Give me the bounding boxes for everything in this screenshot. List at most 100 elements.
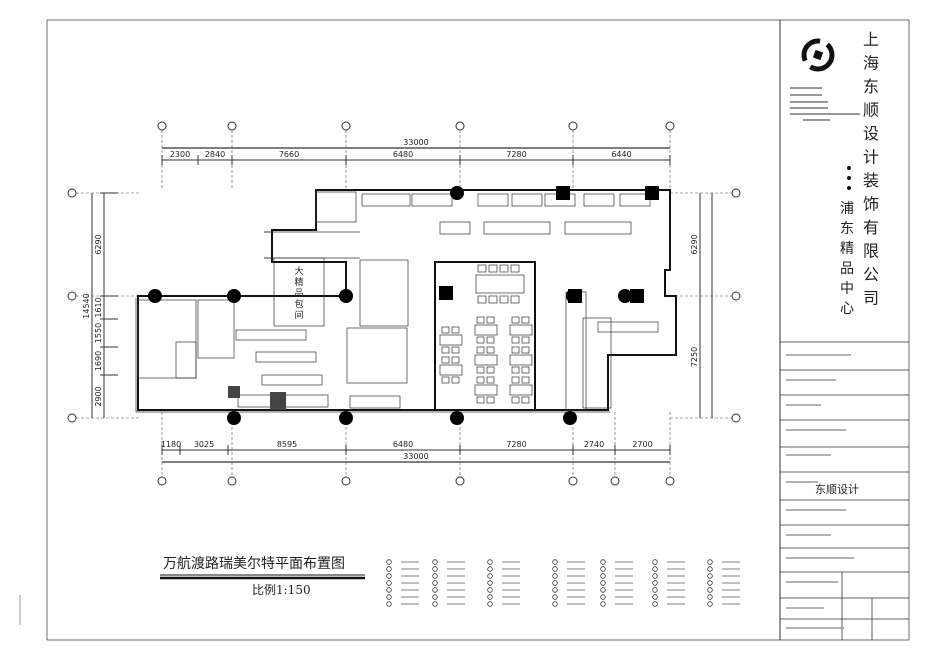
kitchen-counter <box>597 321 659 333</box>
dimension-label: 7280 <box>506 150 526 159</box>
dining-table <box>509 324 533 336</box>
chair <box>486 316 495 324</box>
chair <box>521 376 530 384</box>
chair <box>476 376 485 384</box>
room-label-char: 间 <box>294 309 303 321</box>
wall-cabinet <box>583 193 615 207</box>
branch-name-char: 心 <box>840 301 854 317</box>
legend-marker <box>707 601 713 607</box>
branch-name-char: 东 <box>840 221 854 237</box>
chair <box>488 295 498 304</box>
hatched-shaft <box>270 392 286 410</box>
branch-name-char: 中 <box>840 281 854 297</box>
company-name-char: 海 <box>863 54 879 73</box>
chair <box>477 295 487 304</box>
legend-marker <box>487 580 493 586</box>
axis-bubble <box>157 476 167 486</box>
axis-bubble <box>665 121 675 131</box>
sheet-border <box>46 19 910 641</box>
chair <box>451 326 460 334</box>
axis-bubble <box>67 291 77 301</box>
legend-marker <box>487 587 493 593</box>
axis-bubble <box>455 121 465 131</box>
axis-bubble <box>67 188 77 198</box>
display-shelf <box>564 221 632 235</box>
legend-marker <box>432 594 438 600</box>
structural-column <box>563 411 577 425</box>
legend-marker <box>652 580 658 586</box>
axis-bubble <box>341 476 351 486</box>
dining-table <box>509 354 533 366</box>
legend-marker <box>487 559 493 565</box>
legend-marker <box>552 594 558 600</box>
structural-column <box>339 289 353 303</box>
dining-table <box>439 364 463 376</box>
room-label-char: 包 <box>294 298 303 310</box>
wall-cabinet <box>477 193 509 207</box>
designer-signature: 东顺设计 <box>815 483 859 496</box>
drawing-title: 万航渡路瑞美尔特平面布置图 <box>163 556 345 572</box>
dining-table <box>509 384 533 396</box>
chair <box>486 376 495 384</box>
wall-cabinet <box>361 193 411 207</box>
legend-marker <box>652 566 658 572</box>
legend-marker <box>707 573 713 579</box>
branch-name-char: 精 <box>840 241 854 257</box>
legend-marker <box>432 601 438 607</box>
axis-bubble <box>665 476 675 486</box>
company-logo <box>801 38 835 72</box>
legend-marker <box>652 601 658 607</box>
company-name-char: 有 <box>863 218 879 237</box>
room-label-char: 精 <box>294 276 303 288</box>
bullet-dots <box>847 166 851 190</box>
company-name-char: 装 <box>863 171 879 190</box>
legend-marker <box>432 559 438 565</box>
legend-marker <box>707 566 713 572</box>
dimension-label: 1690 <box>94 351 103 371</box>
chair <box>486 336 495 344</box>
structural-column-square <box>645 186 659 200</box>
structural-column <box>450 411 464 425</box>
chair <box>486 396 495 404</box>
axis-grid <box>67 121 741 486</box>
legend-marker <box>432 573 438 579</box>
chair <box>521 316 530 324</box>
legend-marker <box>386 587 392 593</box>
legend-marker <box>707 559 713 565</box>
legend-marker <box>386 566 392 572</box>
dimension-label: 1550 <box>94 323 103 343</box>
structural-column <box>618 289 632 303</box>
axis-bubble <box>67 413 77 423</box>
chair <box>511 336 520 344</box>
chair <box>511 376 520 384</box>
company-name-char: 公 <box>863 265 879 284</box>
legend-marker <box>600 566 606 572</box>
dimension-total: 33000 <box>403 452 428 461</box>
structural-column-square <box>568 289 582 303</box>
drawing-scale: 比例1:150 <box>252 583 311 597</box>
legend-marker <box>487 573 493 579</box>
dining-table <box>474 354 498 366</box>
dimension-total: 14540 <box>82 293 91 318</box>
chair <box>476 316 485 324</box>
axis-bubble <box>568 476 578 486</box>
structural-columns <box>148 186 659 425</box>
legend-marker <box>707 580 713 586</box>
dimension-label: 2700 <box>632 440 652 449</box>
legend-marker <box>552 601 558 607</box>
chair <box>511 316 520 324</box>
dimension-label: 2300 <box>170 150 190 159</box>
axis-bubble <box>455 476 465 486</box>
dimension-label: 6480 <box>393 150 413 159</box>
dimension-label: 2900 <box>94 386 103 406</box>
structural-column-square <box>439 286 453 300</box>
axis-bubble <box>341 121 351 131</box>
title-block-rows <box>780 341 909 640</box>
legend-marker <box>707 594 713 600</box>
legend-marker <box>600 594 606 600</box>
dimension-label: 8595 <box>277 440 297 449</box>
